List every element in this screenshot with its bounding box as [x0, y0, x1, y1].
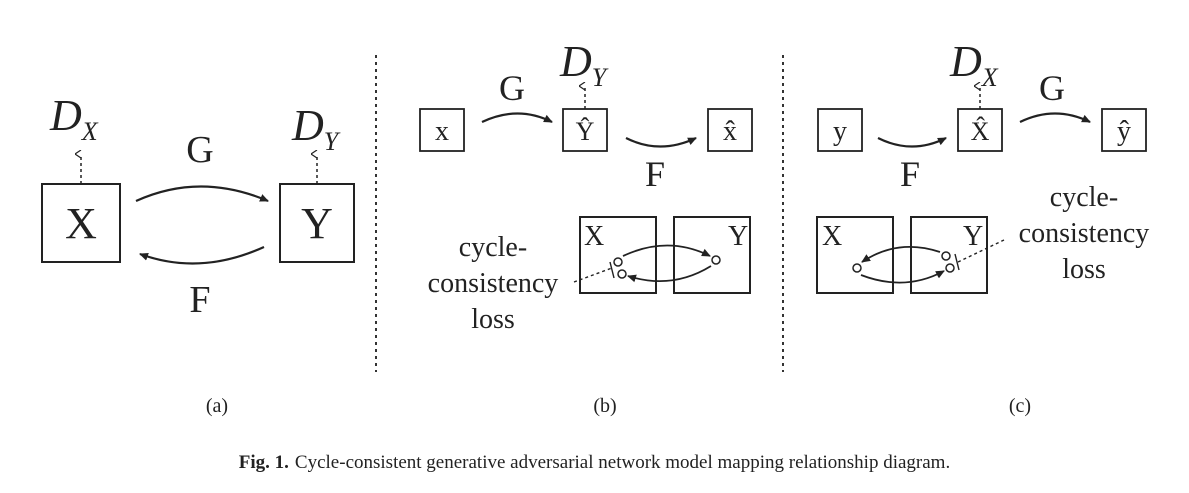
mid-label: Ŷ [576, 117, 595, 146]
arrow-f-label: F [645, 154, 665, 194]
disc-label: DX [949, 37, 999, 92]
cycle-arrow-forward [622, 244, 711, 257]
loss-bracket [609, 261, 615, 279]
domain-x-label: X [584, 221, 604, 252]
loss-label-line3: loss [471, 304, 515, 335]
cycle-arrow-back [861, 245, 941, 263]
domain-y-box [910, 216, 988, 294]
node-y-label: Y [301, 199, 333, 248]
panel-b-label: (b) [593, 395, 616, 417]
disc-label: DY [559, 37, 609, 92]
output-box [707, 108, 753, 152]
figure-caption: Fig. 1.Cycle-consistent generative adver… [0, 452, 1189, 474]
domain-x-label: X [822, 221, 842, 252]
domain-y-label: Y [728, 221, 748, 252]
loss-label-line2: consistency [1019, 218, 1150, 249]
arrow-g-label: G [499, 68, 525, 108]
arrow-g [1019, 112, 1091, 123]
arrow-f-label: F [900, 154, 920, 194]
caption-text: Cycle-consistent generative adversarial … [294, 452, 951, 473]
point-y [941, 251, 951, 261]
cycle-arrow-back [627, 265, 712, 283]
panel-a-label: (a) [206, 395, 228, 417]
point-x [613, 257, 623, 267]
loss-pointer [573, 267, 613, 283]
arrow-g [135, 185, 269, 203]
input-box [817, 108, 863, 152]
arrow-g-label: G [186, 129, 213, 171]
caption-prefix: Fig. 1. [238, 452, 289, 473]
input-box [419, 108, 465, 152]
loss-label-line1: cycle- [459, 232, 527, 263]
output-box [1101, 108, 1147, 152]
input-label: y [833, 116, 847, 147]
point-x [852, 263, 862, 273]
point-x-recon [617, 269, 627, 279]
disc-y-label: DY [291, 101, 341, 156]
arrow-g-label: G [1039, 68, 1065, 108]
mid-label: X̂ [971, 117, 990, 146]
domain-y-box [673, 216, 751, 294]
domain-y-label: Y [963, 221, 983, 252]
panel-a: X Y DX DY G F (a) [41, 91, 355, 417]
point-y-recon [945, 263, 955, 273]
input-label: x [435, 116, 449, 147]
disc-x-label: DX [49, 91, 99, 146]
output-label: ŷ [1117, 116, 1131, 147]
point-y [711, 255, 721, 265]
loss-pointer [957, 239, 1005, 263]
arrow-f [139, 245, 265, 265]
domain-x-box [816, 216, 894, 294]
panel-c: y X̂ ŷ DX F G X Y cycle- consistency los… [816, 37, 1150, 417]
panel-c-label: (c) [1009, 395, 1031, 417]
cycle-arrow-forward [860, 270, 945, 284]
node-x-label: X [65, 199, 97, 248]
arrow-f [625, 137, 697, 148]
output-label: x̂ [723, 116, 737, 147]
loss-label-line2: consistency [428, 268, 559, 299]
domain-x-box [579, 216, 657, 294]
arrow-g [481, 112, 553, 123]
loss-label-line1: cycle- [1050, 182, 1118, 213]
loss-bracket [954, 253, 960, 271]
panel-b: x Ŷ x̂ DY G F X Y cycle- consistency los… [419, 37, 753, 417]
loss-label-line3: loss [1062, 254, 1106, 285]
arrow-f [877, 137, 947, 148]
arrow-f-label: F [189, 279, 210, 321]
